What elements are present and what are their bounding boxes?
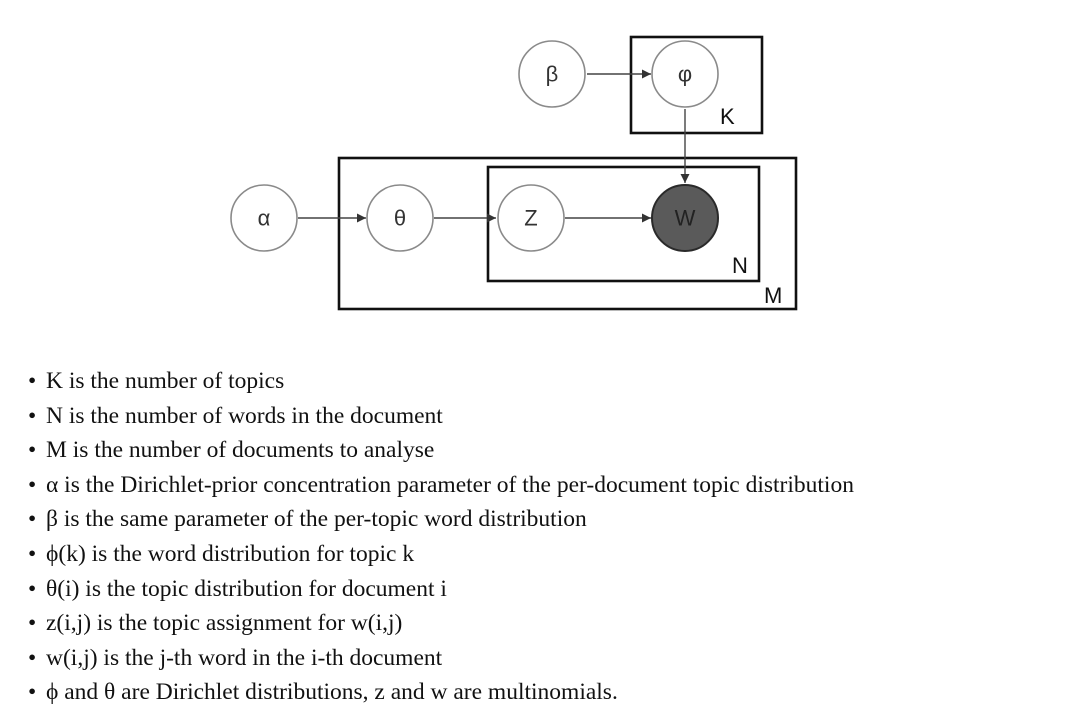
node-w: W	[651, 184, 719, 252]
legend-text-beta: β is the same parameter of the per-topic…	[46, 506, 587, 533]
legend-bullet: •	[28, 679, 37, 706]
node-beta-label: β	[546, 62, 559, 87]
legend-item-theta: • θ(i) is the topic distribution for docu…	[28, 572, 854, 607]
node-z-circle	[497, 184, 565, 252]
plate-k-box	[629, 35, 764, 135]
legend-list: • K is the number of topics • N is the num…	[28, 364, 854, 710]
node-z-label: Z	[524, 206, 537, 231]
node-phi-circle	[651, 40, 719, 108]
legend-item-n: • N is the number of words in the documen…	[28, 399, 854, 434]
legend-item-alpha: • α is the Dirichlet-prior concentration …	[28, 468, 854, 503]
legend-bullet: •	[28, 644, 37, 671]
plate-k-label: K	[720, 104, 735, 129]
legend-text-z: z(i,j) is the topic assignment for w(i,j…	[46, 610, 403, 637]
legend-text-distributions: ϕ and θ are Dirichlet distributions, z a…	[46, 679, 618, 706]
legend-item-w: • w(i,j) is the j-th word in the i-th doc…	[28, 641, 854, 676]
node-w-circle	[651, 184, 719, 252]
legend-bullet: •	[28, 610, 37, 637]
legend-item-m: • M is the number of documents to analyse	[28, 433, 854, 468]
plate-m-label: M	[764, 283, 782, 308]
legend-item-distributions: • ϕ and θ are Dirichlet distributions, z …	[28, 675, 854, 710]
legend-item-phi: • ϕ(k) is the word distribution for topic…	[28, 537, 854, 572]
node-phi-label: φ	[678, 62, 692, 87]
legend-bullet: •	[28, 471, 37, 498]
plate-k: K	[629, 35, 764, 135]
legend-text-w: w(i,j) is the j-th word in the i-th docu…	[46, 644, 443, 671]
node-beta-circle	[518, 40, 586, 108]
lda-plate-diagram: K M N β φ α θ Z W	[230, 35, 798, 311]
legend-item-k: • K is the number of topics	[28, 364, 854, 399]
node-theta-label: θ	[394, 206, 406, 231]
legend-text-alpha: α is the Dirichlet-prior concentration p…	[46, 471, 854, 498]
plate-m-box	[337, 156, 798, 311]
legend-bullet: •	[28, 506, 37, 533]
node-alpha: α	[230, 184, 298, 252]
legend-bullet: •	[28, 402, 37, 429]
legend-bullet: •	[28, 437, 37, 464]
legend-text-theta: θ(i) is the topic distribution for docum…	[46, 575, 447, 602]
node-phi: φ	[651, 40, 719, 108]
legend-item-beta: • β is the same parameter of the per-topi…	[28, 502, 854, 537]
legend-item-z: • z(i,j) is the topic assignment for w(i,…	[28, 606, 854, 641]
node-z: Z	[497, 184, 565, 252]
node-beta: β	[518, 40, 586, 108]
legend-text-n: N is the number of words in the document	[46, 402, 443, 429]
plate-m: M	[337, 156, 798, 311]
legend-bullet: •	[28, 368, 37, 394]
node-alpha-circle	[230, 184, 298, 252]
plate-n-box	[486, 165, 761, 283]
node-theta-circle	[366, 184, 434, 252]
plate-n: N	[486, 165, 761, 283]
node-theta: θ	[366, 184, 434, 252]
node-alpha-label: α	[258, 206, 271, 231]
legend-bullet: •	[28, 575, 37, 602]
legend-text-phi: ϕ(k) is the word distribution for topic …	[46, 540, 415, 567]
legend-bullet: •	[28, 540, 37, 567]
legend-text-m: M is the number of documents to analyse	[46, 437, 435, 464]
node-w-label: W	[675, 206, 696, 231]
plate-n-label: N	[732, 253, 748, 278]
legend-text-k: K is the number of topics	[46, 368, 285, 394]
